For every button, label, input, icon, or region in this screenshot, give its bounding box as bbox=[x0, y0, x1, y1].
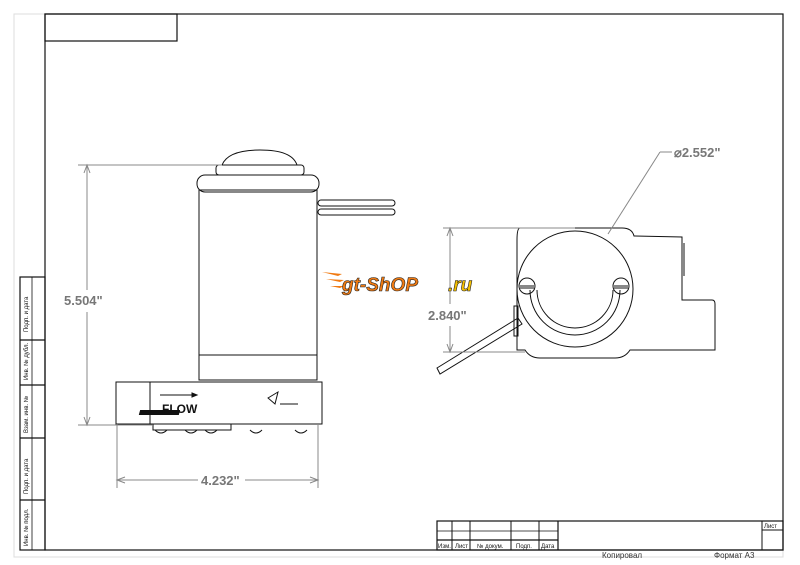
pump-cap-dome bbox=[221, 149, 298, 166]
margin-strip: Подп. и дата Инв. № дубл. Взам. инв. № П… bbox=[19, 276, 46, 551]
margin-label: Инв. № дубл. bbox=[23, 343, 30, 380]
pump-base-block bbox=[115, 381, 323, 425]
side-view-dimensions bbox=[78, 163, 320, 488]
col-doc: № докум. bbox=[477, 543, 504, 550]
flow-label: FLOW bbox=[162, 402, 198, 416]
format-label: Формат А3 bbox=[714, 551, 755, 560]
margin-label: Инв. № подл. bbox=[23, 508, 30, 546]
col-izm: Изм. bbox=[438, 544, 451, 550]
screw-icon bbox=[612, 277, 630, 295]
copied-label: Копировал bbox=[602, 551, 642, 560]
pump-motor-body bbox=[198, 189, 318, 381]
pump-circle-body bbox=[516, 230, 634, 348]
front-view-dimensions bbox=[443, 151, 672, 354]
front-view bbox=[436, 227, 716, 375]
margin-label: Подп. и дата bbox=[24, 458, 30, 494]
col-date: Дата bbox=[541, 544, 555, 550]
pump-feet bbox=[154, 429, 308, 434]
margin-label: Подп. и дата bbox=[24, 296, 30, 332]
gt-shop-watermark-logo: gt-ShOP .ru bbox=[322, 272, 473, 296]
pump-wire bbox=[317, 208, 396, 216]
col-sign: Подп. bbox=[516, 544, 532, 550]
col-list: Лист bbox=[455, 544, 468, 550]
top-left-box bbox=[44, 13, 178, 42]
brand-logo-icon bbox=[138, 390, 298, 415]
watermark-text: gt-ShOP bbox=[341, 275, 418, 296]
pump-wire bbox=[317, 199, 396, 207]
sheet-label: Лист bbox=[764, 524, 777, 530]
diameter-dimension: ⌀2.552" bbox=[674, 145, 721, 160]
pump-wire-lead bbox=[436, 317, 523, 375]
title-block: Изм. Лист № докум. Подп. Дата Лист Копир… bbox=[436, 520, 784, 560]
side-view bbox=[115, 149, 396, 434]
pump-housing-outline bbox=[516, 227, 716, 359]
height-dimension: 5.504" bbox=[64, 293, 103, 308]
width-dimension: 4.232" bbox=[201, 473, 240, 488]
screw-icon bbox=[518, 277, 536, 295]
margin-label: Взам. инв. № bbox=[23, 396, 30, 433]
watermark-suffix: .ru bbox=[448, 275, 473, 296]
pump-top-flange bbox=[196, 174, 320, 193]
front-height-dimension: 2.840" bbox=[428, 308, 467, 323]
